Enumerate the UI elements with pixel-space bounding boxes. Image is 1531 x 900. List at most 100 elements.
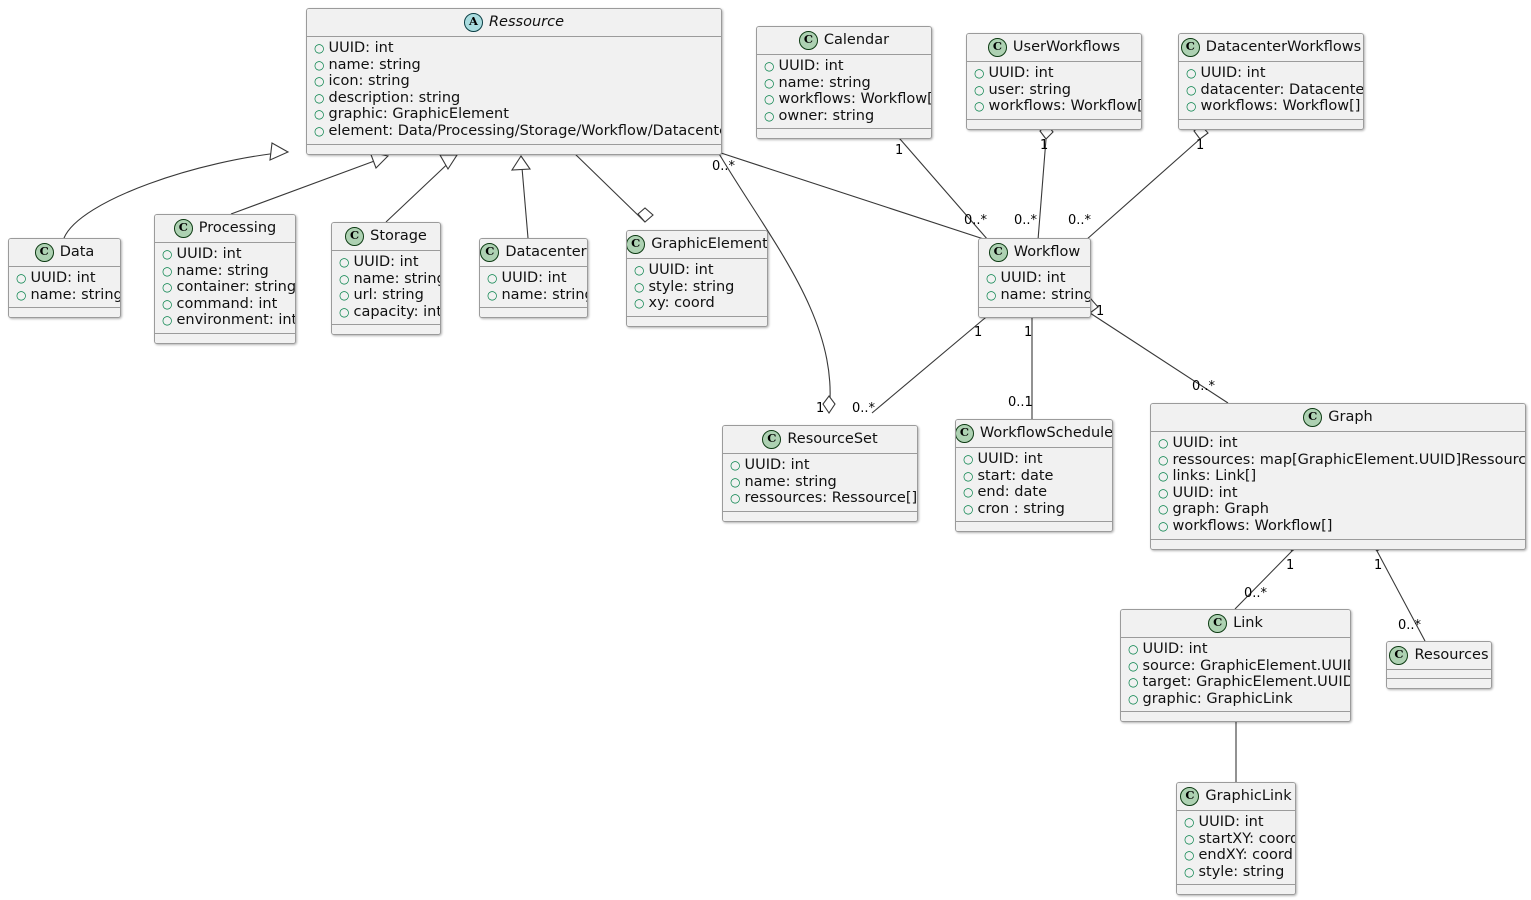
visibility-public-icon: ○ [1128, 658, 1139, 673]
class-attribute: ○name: string [730, 474, 910, 491]
class-attribute: ○workflows: Workflow[] [1186, 98, 1360, 115]
edge-processing-to-ressource [230, 151, 390, 215]
class-attribute: ○UUID: int [1186, 65, 1356, 82]
class-badge-icon: C [956, 423, 974, 443]
class-attribute: ○datacenter: Datacenter [1186, 82, 1363, 99]
class-attribute: ○start: date [963, 468, 1105, 485]
class-name-processing: Processing [198, 220, 277, 236]
visibility-public-icon: ○ [162, 247, 173, 261]
class-badge-icon: C [480, 242, 500, 262]
class-badge-icon: C [988, 242, 1008, 262]
multiplicity-label: 0..* [1068, 213, 1092, 228]
attribute-text: style: string [648, 278, 735, 295]
attribute-text: endXY: coord [1198, 847, 1293, 864]
class-attribute: ○workflows: Workflow[] [974, 98, 1141, 115]
visibility-public-icon: ○ [634, 263, 645, 277]
attribute-text: name: string [30, 286, 121, 303]
class-attributes-graphicelement: ○UUID: int○style: string○xy: coord [627, 259, 767, 317]
class-badge-icon: C [1303, 407, 1323, 427]
multiplicity-label: 0..* [964, 213, 988, 228]
class-badge-icon: C [1180, 37, 1200, 57]
multiplicity-label: 0..* [1192, 379, 1216, 394]
attribute-text: environment: int [176, 312, 296, 329]
visibility-public-icon: ○ [1128, 691, 1139, 706]
class-name-userworkflows: UserWorkflows [1012, 39, 1121, 55]
attribute-text: name: string [778, 74, 871, 91]
attribute-text: graphic: GraphicElement [328, 106, 509, 123]
class-attribute: ○xy: coord [634, 295, 760, 312]
class-methods-workflow [979, 308, 1090, 318]
class-name-workflowschedule: WorkflowSchedule [979, 425, 1113, 441]
visibility-public-icon: ○ [1158, 485, 1169, 500]
class-attributes-resourceset: ○UUID: int○name: string○ressources: Ress… [723, 454, 917, 512]
class-attribute: ○element: Data/Processing/Storage/Workfl… [314, 123, 721, 140]
attribute-text: startXY: coord [1198, 830, 1296, 847]
attribute-text: cron : string [977, 500, 1065, 517]
visibility-public-icon: ○ [339, 304, 350, 319]
visibility-public-icon: ○ [634, 279, 645, 294]
multiplicity-label: 1 [1374, 558, 1383, 573]
visibility-public-icon: ○ [16, 271, 27, 285]
visibility-public-icon: ○ [764, 108, 775, 123]
visibility-public-icon: ○ [339, 271, 350, 286]
class-name-graphiclink: GraphicLink [1205, 788, 1292, 804]
multiplicity-label: 0..* [1398, 618, 1422, 633]
class-attribute: ○capacity: int [339, 304, 440, 321]
class-attribute: ○UUID: int [1184, 814, 1288, 831]
visibility-public-icon: ○ [1186, 82, 1197, 97]
multiplicity-label: 0..* [1244, 586, 1268, 601]
attribute-text: target: GraphicElement.UUID [1142, 674, 1351, 691]
visibility-public-icon: ○ [1158, 452, 1169, 467]
visibility-public-icon: ○ [963, 485, 974, 500]
class-methods-data [9, 308, 120, 318]
visibility-public-icon: ○ [974, 66, 985, 80]
class-attribute: ○UUID: int [339, 254, 433, 271]
visibility-public-icon: ○ [162, 313, 173, 328]
attribute-text: owner: string [778, 107, 875, 124]
multiplicity-label: 1 [1096, 304, 1105, 319]
class-attribute: ○UUID: int [16, 270, 113, 287]
attribute-text: graphic: GraphicLink [1142, 690, 1293, 707]
visibility-public-icon: ○ [487, 287, 498, 302]
class-attribute: ○name: string [764, 75, 924, 92]
class-attributes-ressource: ○UUID: int○name: string○icon: string○des… [307, 37, 721, 145]
multiplicity-label: 1 [1196, 138, 1205, 153]
visibility-public-icon: ○ [1186, 99, 1197, 114]
edge-ressource-to-graphicelement [572, 151, 654, 223]
class-name-data: Data [59, 244, 95, 260]
class-name-workflow: Workflow [1013, 244, 1081, 260]
class-methods-graph [1151, 539, 1525, 549]
edge-datacenter-to-ressource [510, 155, 532, 239]
multiplicity-label: 1 [1040, 138, 1049, 153]
class-attribute: ○UUID: int [314, 40, 714, 57]
attribute-text: UUID: int [977, 451, 1043, 467]
class-attribute: ○description: string [314, 90, 714, 107]
class-attribute: ○UUID: int [730, 457, 910, 474]
class-name-resourceset: ResourceSet [787, 431, 878, 447]
class-badge-icon: C [798, 30, 818, 50]
visibility-public-icon: ○ [963, 501, 974, 516]
visibility-public-icon: ○ [974, 82, 985, 97]
class-name-datacenter: Datacenter [505, 244, 587, 260]
edge-storage-to-ressource [385, 154, 459, 223]
visibility-public-icon: ○ [1184, 815, 1195, 829]
visibility-public-icon: ○ [764, 92, 775, 107]
class-attribute: ○end: date [963, 484, 1105, 501]
